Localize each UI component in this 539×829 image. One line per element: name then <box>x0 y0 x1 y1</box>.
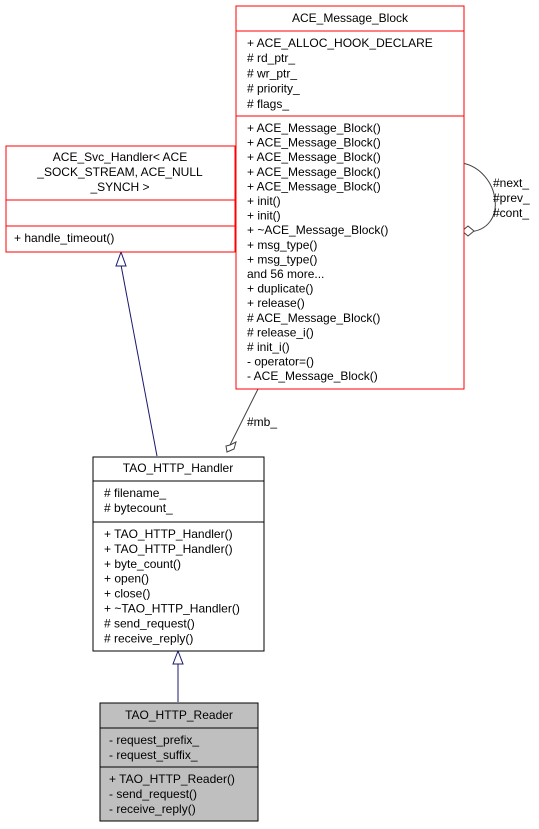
class-name: TAO_HTTP_Handler <box>123 461 233 475</box>
class-tao-http-handler: TAO_HTTP_Handler # filename_# bytecount_… <box>92 456 265 652</box>
attribute-1: # bytecount_ <box>104 501 173 515</box>
class-box <box>99 702 259 822</box>
attribute-3: # priority_ <box>247 82 300 96</box>
method-3: + ACE_Message_Block() <box>247 165 381 179</box>
method-1: - send_request() <box>109 787 197 801</box>
method-12: + release() <box>247 296 305 310</box>
class-name: TAO_HTTP_Reader <box>125 708 233 722</box>
method-15: # init_i() <box>247 340 290 354</box>
method-4: + close() <box>104 587 150 601</box>
svc-handler-inheritance-edge <box>120 264 158 457</box>
method-17: - ACE_Message_Block() <box>247 369 378 383</box>
method-2: + ACE_Message_Block() <box>247 150 381 164</box>
class-tao-http-reader: TAO_HTTP_Reader - request_prefix_- reque… <box>99 702 259 822</box>
self-loop-label-prev: #prev_ <box>493 191 530 205</box>
attribute-1: # rd_ptr_ <box>247 51 295 65</box>
mb-label: #mb_ <box>247 415 277 429</box>
method-6: + init() <box>247 209 281 223</box>
method-5: + ~TAO_HTTP_Handler() <box>104 602 240 616</box>
method-1: + ACE_Message_Block() <box>247 136 381 150</box>
attribute-4: # flags_ <box>247 97 289 111</box>
attribute-0: - request_prefix_ <box>109 733 199 747</box>
method-6: # send_request() <box>104 616 195 630</box>
method-11: + duplicate() <box>247 282 313 296</box>
class-name-line-2: _SOCK_STREAM, ACE_NULL <box>36 165 203 179</box>
method-4: + ACE_Message_Block() <box>247 179 381 193</box>
self-reference-edge <box>461 162 496 233</box>
method-16: - operator=() <box>247 355 314 369</box>
class-box <box>92 456 265 652</box>
method-7: + ~ACE_Message_Block() <box>247 223 388 237</box>
class-box <box>235 5 465 390</box>
attribute-1: - request_suffix_ <box>109 748 198 762</box>
method-0: + TAO_HTTP_Reader() <box>109 772 235 786</box>
method-13: # ACE_Message_Block() <box>247 311 380 325</box>
method-7: # receive_reply() <box>104 631 193 645</box>
method-3: + open() <box>104 572 149 586</box>
method-10: and 56 more... <box>247 267 324 281</box>
method-handle-timeout: + handle_timeout() <box>14 231 114 245</box>
method-8: + msg_type() <box>247 238 317 252</box>
class-box <box>5 145 236 253</box>
method-0: + TAO_HTTP_Handler() <box>104 527 233 541</box>
method-9: + msg_type() <box>247 252 317 266</box>
mb-association-diamond <box>225 441 237 453</box>
self-loop-label-cont: #cont_ <box>493 206 529 220</box>
class-ace-message-block: ACE_Message_Block + ACE_ALLOC_HOOK_DECLA… <box>235 5 465 390</box>
method-2: + byte_count() <box>104 557 181 571</box>
method-0: + ACE_Message_Block() <box>247 121 381 135</box>
method-1: + TAO_HTTP_Handler() <box>104 542 233 556</box>
method-5: + init() <box>247 194 281 208</box>
attribute-2: # wr_ptr_ <box>247 66 297 80</box>
class-ace-svc-handler: ACE_Svc_Handler< ACE _SOCK_STREAM, ACE_N… <box>5 145 236 253</box>
method-2: - receive_reply() <box>109 802 196 816</box>
self-loop-label-next: #next_ <box>493 176 529 190</box>
class-name-line-1: ACE_Svc_Handler< ACE <box>53 150 187 164</box>
class-name-line-3: _SYNCH > <box>89 180 149 194</box>
method-14: # release_i() <box>247 325 314 339</box>
attribute-0: + ACE_ALLOC_HOOK_DECLARE <box>247 36 433 50</box>
attribute-0: # filename_ <box>104 486 166 500</box>
mb-association-edge <box>229 388 259 446</box>
svc-handler-inheritance-arrow <box>115 250 127 267</box>
class-name: ACE_Message_Block <box>292 11 409 25</box>
http-handler-inheritance-arrow <box>172 649 184 665</box>
